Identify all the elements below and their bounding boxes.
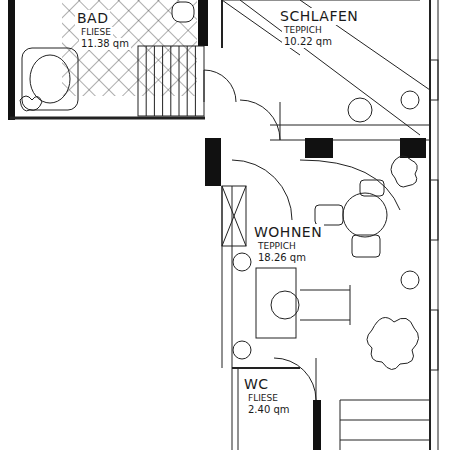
plan-stroke [391,156,417,187]
plan-stroke [401,91,419,109]
room-label: SCHLAFENTEPPICH10.22 qm [278,8,360,48]
plan-stroke [222,186,232,368]
plan-stroke [430,180,438,240]
plan-stroke [305,138,333,158]
plan-stroke [162,46,163,116]
plan-stroke [232,368,238,450]
plan-stroke [62,0,197,96]
plan-stroke [170,46,171,116]
plan-stroke [340,400,430,450]
plan-stroke [313,400,321,450]
plan-stroke [401,271,419,289]
room: WCFLIESE2.40 qm [238,370,313,450]
plan-stroke [195,46,196,116]
plan-stroke [172,2,194,22]
plan-stroke [20,96,42,111]
plan-stroke [367,318,419,370]
plan-stroke [222,0,430,135]
plan-stroke [154,46,155,116]
plan-stroke [146,46,195,116]
floor-material: FLIESE [246,393,280,404]
plan-stroke [430,310,438,370]
floor-material: TEPPICH [282,25,324,36]
plan-stroke [22,48,78,110]
plan-stroke [10,117,205,120]
room-name: WC [242,376,271,393]
plan-stroke [179,46,180,116]
plan-stroke [8,0,15,120]
plan-stroke [352,235,380,257]
plan-stroke [256,268,296,338]
plan-stroke [360,180,384,196]
floor-material: TEPPICH [256,241,298,252]
room-label: WOHNENTEPPICH18.26 qm [252,224,324,264]
plan-stroke [300,160,400,210]
room-area: 2.40 qm [246,404,292,416]
plan-stroke [430,60,438,100]
plan-stroke [222,186,246,246]
plan-stroke [232,367,300,369]
plan-stroke [30,55,70,103]
plan-stroke [204,70,236,102]
plan-stroke [221,0,223,48]
plan-stroke [233,341,251,359]
room-name: WOHNEN [252,224,324,241]
plan-stroke [205,138,221,186]
plan-stroke [271,291,299,319]
plan-stroke [270,125,430,140]
plan-stroke [274,358,316,400]
plan-stroke [343,193,387,237]
plan-stroke [232,160,292,220]
room: BADFLIESE11.38 qm [15,0,198,118]
plan-stroke [198,0,208,46]
plan-stroke [138,46,204,116]
room-label: BADFLIESE11.38 qm [75,10,131,50]
plan-stroke [300,285,350,325]
plan-stroke [240,100,280,140]
plan-stroke [400,138,426,158]
plan-stroke [233,253,251,271]
plan-stroke [315,205,343,225]
room: WOHNENTEPPICH18.26 qm [232,160,430,368]
room-area: 10.22 qm [282,36,334,48]
plan-stroke [146,46,147,116]
room: SCHLAFENTEPPICH10.22 qm [222,0,430,125]
room-area: 18.26 qm [256,252,308,264]
room-name: SCHLAFEN [278,8,360,25]
plan-stroke [187,46,188,116]
plan-stroke [222,186,246,246]
plan-stroke [8,0,438,450]
plan-stroke [348,98,372,122]
room-label: WCFLIESE2.40 qm [242,376,292,416]
floor-material: FLIESE [79,27,113,38]
room-area: 11.38 qm [79,38,131,50]
room-name: BAD [75,10,110,27]
